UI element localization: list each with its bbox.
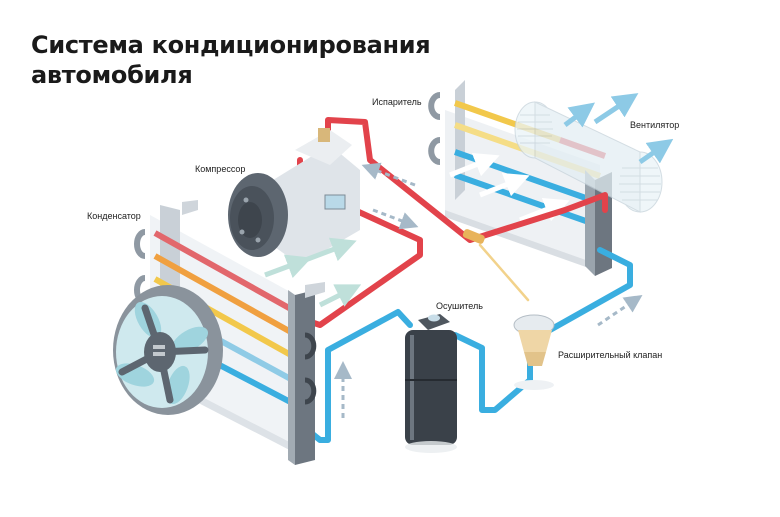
title-line-2: автомобиля bbox=[31, 61, 193, 89]
flow-direction-arrows bbox=[334, 162, 643, 418]
cold-refrigerant-line bbox=[302, 247, 633, 443]
label-receiver-drier: Осушитель bbox=[436, 301, 483, 311]
label-compressor: Компрессор bbox=[195, 164, 246, 174]
cool-air-arrows bbox=[563, 93, 674, 165]
label-blower-fan: Вентилятор bbox=[630, 120, 680, 130]
blower-fan bbox=[514, 101, 663, 213]
condenser-fan bbox=[113, 285, 223, 415]
page-title: Система кондиционирования автомобиля bbox=[31, 30, 431, 90]
label-expansion-valve: Расширительный клапан bbox=[558, 350, 663, 360]
compressor bbox=[228, 128, 360, 265]
label-condenser: Конденсатор bbox=[87, 211, 141, 221]
title-line-1: Система кондиционирования bbox=[31, 31, 431, 59]
condenser-air-arrows bbox=[264, 237, 362, 308]
label-evaporator: Испаритель bbox=[372, 97, 422, 107]
expansion-valve bbox=[513, 314, 555, 390]
receiver-drier bbox=[405, 314, 457, 453]
